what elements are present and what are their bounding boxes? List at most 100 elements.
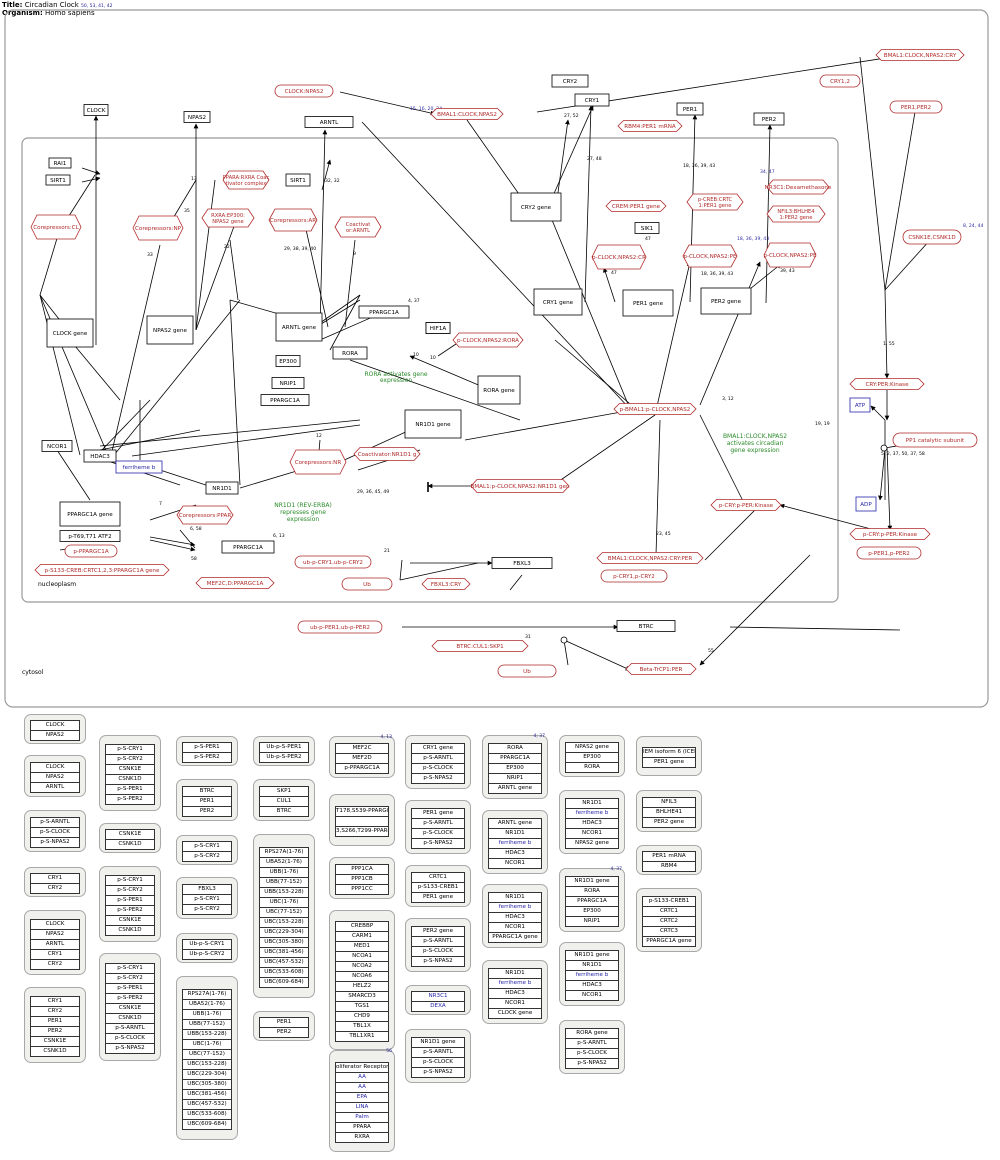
entity-e66[interactable]: p-CRY:p-PER:Kinase xyxy=(710,499,782,511)
entity-e17[interactable]: NPAS2 gene xyxy=(146,315,194,345)
entity-e35[interactable]: FBXL3 xyxy=(491,557,553,569)
entity-e75[interactable]: MEF2C,D:PPARGC1A xyxy=(195,577,275,589)
entity-e14[interactable]: PER1 gene xyxy=(622,289,674,317)
entity-e63[interactable]: Coactivator:NR1D1 g xyxy=(353,447,421,461)
edge-55 xyxy=(229,299,241,486)
entity-e22[interactable]: RORA xyxy=(332,346,368,360)
entity-e9[interactable]: SIRT1 xyxy=(45,174,71,186)
entity-e60[interactable]: CRY:PER:Kinase xyxy=(849,378,925,390)
entity-e28[interactable]: HDAC3 xyxy=(83,449,117,463)
entity-e10[interactable]: SIRT1 xyxy=(285,173,311,187)
entity-e79[interactable]: BTRC:CUL1:SKP1 xyxy=(431,640,529,652)
entity-label: NRIP1 xyxy=(280,381,297,387)
entity-e13[interactable]: CRY1 gene xyxy=(533,288,583,316)
entity-e62[interactable]: PP1 catalytic subunit xyxy=(892,432,978,448)
entity-e5[interactable]: CRY1 xyxy=(574,93,610,107)
entity-e2[interactable]: NPAS2 xyxy=(183,111,211,123)
entity-e74[interactable]: p-CRY1,p-CRY2 xyxy=(600,569,668,583)
annotation-32: 21 xyxy=(384,548,390,554)
entity-e11[interactable]: SIK1 xyxy=(634,222,660,234)
entity-e70[interactable]: p-PER1,p-PER2 xyxy=(856,546,922,560)
entity-e29[interactable]: ferriheme b xyxy=(115,460,163,474)
entity-e33[interactable]: PPARGC1A xyxy=(221,540,275,554)
entity-e67[interactable]: Corepressors:PPAR xyxy=(176,505,234,525)
edge-43 xyxy=(195,209,241,331)
entity-e59[interactable]: p-CLOCK,NPAS2:RORA xyxy=(452,332,524,348)
complex-member: PPARGC1A gene xyxy=(642,936,696,947)
complex-member: CSNK1D xyxy=(105,839,155,850)
entity-e25[interactable]: RORA gene xyxy=(477,375,521,405)
entity-e46[interactable]: NR3C1:Dexamethasone xyxy=(765,179,832,195)
entity-e21[interactable]: EP300 xyxy=(275,355,301,367)
entity-e80[interactable]: Ub xyxy=(497,664,557,678)
entity-e72[interactable]: ub-p-CRY1,ub-p-CRY2 xyxy=(294,555,372,569)
entity-e81[interactable]: Beta-TrCP1:PER xyxy=(625,663,697,675)
entity-e24[interactable]: PPARGC1A xyxy=(260,394,310,406)
entity-e64[interactable]: Corepressors:NR xyxy=(289,449,347,475)
entity-e8[interactable]: RAI1 xyxy=(48,157,72,169)
entity-e1[interactable]: CLOCK xyxy=(83,104,109,116)
entity-e38[interactable]: ADP xyxy=(855,496,877,512)
complex-member: CSNK1D xyxy=(105,925,155,936)
complex-member: PER1 gene xyxy=(642,757,696,768)
entity-e77[interactable]: FBXL3:CRY xyxy=(421,578,471,590)
entity-e36[interactable]: BTRC xyxy=(616,620,676,632)
entity-e12[interactable]: CRY2 gene xyxy=(510,192,562,222)
entity-e52[interactable]: RXRA:EP300:NPAS2 gene xyxy=(201,208,255,228)
entity-e16[interactable]: CLOCK gene xyxy=(46,318,94,348)
entity-e58[interactable]: p-CLOCK,NPAS2:PE xyxy=(763,242,817,268)
entity-e69[interactable]: p-PPARGC1A xyxy=(64,544,118,558)
entity-e4[interactable]: CRY2 xyxy=(551,74,589,88)
annotation-10: 39, 43 xyxy=(780,268,795,274)
entity-e37[interactable]: ATP xyxy=(849,397,871,413)
entity-e53[interactable]: Corepressors:AR xyxy=(268,208,318,232)
edge-24 xyxy=(464,408,639,441)
entity-label: p-CLOCK,NPAS2:RORA xyxy=(457,338,519,344)
complex-box-c16: RPS27A(1-76)UBA52(1-76)UBB(1-76)UBB(77-1… xyxy=(176,976,238,1140)
entity-e30[interactable]: NR1D1 xyxy=(205,481,239,495)
entity-e56[interactable]: p-CLOCK,NPAS2:CR xyxy=(591,244,647,270)
entity-e41[interactable]: BMAL1:CLOCK,NPAS2:CRY xyxy=(875,49,965,61)
entity-e44[interactable]: RBM4:PER1 mRNA xyxy=(617,120,683,132)
entity-e68[interactable]: p-CRY:p-PER:Kinase xyxy=(849,528,931,540)
entity-e31[interactable]: PPARGC1A gene xyxy=(59,501,121,527)
entity-e27[interactable]: NCOR1 xyxy=(41,440,73,452)
entity-e18[interactable]: ARNTL gene xyxy=(275,312,323,342)
entity-e54[interactable]: Coactivator:ARNTL xyxy=(334,216,382,238)
entity-e61[interactable]: p-BMAL1:p-CLOCK,NPAS2 xyxy=(613,403,697,415)
entity-e71[interactable]: BMAL1:CLOCK,NPAS2:CRY:PER xyxy=(596,552,704,564)
entity-e42[interactable]: CRY1,2 xyxy=(819,74,861,88)
entity-e45[interactable]: PPARA:RXRA Coactivator complex xyxy=(222,170,270,190)
entity-e15[interactable]: PER2 gene xyxy=(700,287,752,315)
entity-e32[interactable]: p-T69,T71 ATF2 xyxy=(59,530,121,542)
entity-e55[interactable]: CSNK1E,CSNK1D xyxy=(902,229,962,245)
edge-3 xyxy=(555,119,570,208)
entity-e23[interactable]: NRIP1 xyxy=(271,377,305,389)
entity-e3[interactable]: ARNTL xyxy=(304,116,354,128)
entity-e78[interactable]: ub-p-PER1,ub-p-PER2 xyxy=(297,620,383,634)
entity-e34[interactable]: HIF1A xyxy=(425,322,451,334)
entity-e6[interactable]: PER1 xyxy=(676,102,704,116)
entity-e49[interactable]: NFIL3:BHLHE41:PER2 gene xyxy=(766,205,826,223)
annotation-34: 55 xyxy=(708,648,714,654)
complex-box-c22: T178,S539-PPARGC1 3,S266,T299-PPARG xyxy=(329,794,395,846)
entity-e76[interactable]: Ub xyxy=(341,577,393,591)
entity-label: BMAL1:CLOCK,NPAS2 xyxy=(437,112,497,118)
entity-e50[interactable]: Corepressors:CL xyxy=(30,214,82,240)
annotation-11: 13 xyxy=(191,176,197,182)
entity-e40[interactable]: BMAL1:CLOCK,NPAS2 xyxy=(430,108,504,120)
entity-e48[interactable]: p-CREB:CRTC1:PER1 gene xyxy=(686,193,744,211)
entity-e43[interactable]: PER1,PER2 xyxy=(889,100,943,114)
entity-e73[interactable]: p-S133-CREB:CRTC1,2,3:PPARGC1A gene xyxy=(34,564,170,576)
entity-e47[interactable]: CREM:PER1 gene xyxy=(605,200,667,212)
entity-label: CRY2 gene xyxy=(521,205,552,211)
entity-e19[interactable]: PPARGC1A xyxy=(358,305,410,319)
entity-e51[interactable]: Corepressors:NP xyxy=(132,215,184,241)
entity-e39[interactable]: CLOCK:NPAS2 xyxy=(274,84,334,98)
entity-e57[interactable]: p-CLOCK,NPAS2:PE xyxy=(682,244,738,268)
edge-58 xyxy=(99,429,201,451)
entity-e26[interactable]: NR1D1 gene xyxy=(404,409,462,439)
entity-e7[interactable]: PER2 xyxy=(753,112,785,126)
entity-label: BTRC:CUL1:SKP1 xyxy=(456,644,504,650)
entity-e65[interactable]: BMAL1:p-CLOCK,NPAS2:NR1D1 gen xyxy=(470,479,570,493)
